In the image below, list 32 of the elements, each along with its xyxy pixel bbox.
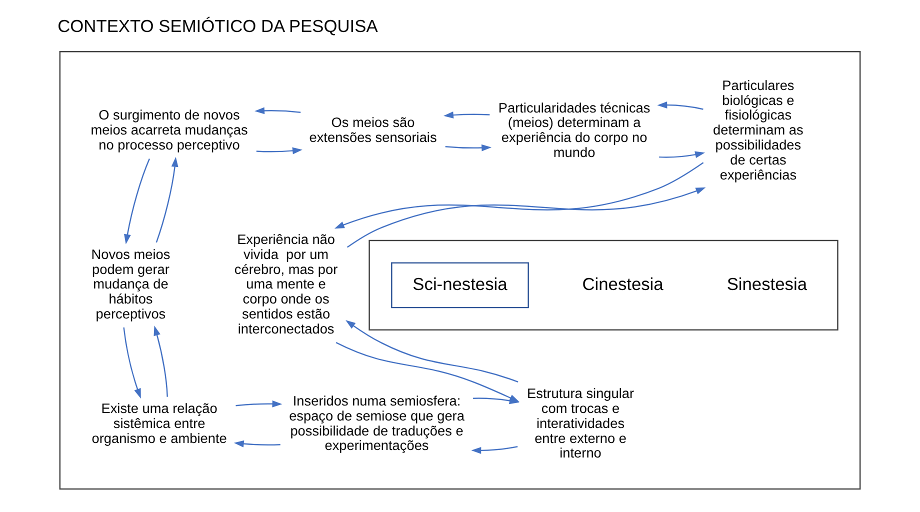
- arrow: [657, 102, 704, 110]
- arrow: [445, 144, 492, 152]
- arrow: [254, 107, 301, 114]
- arrow: [154, 326, 168, 397]
- cluster: [368, 240, 838, 331]
- node-text: Particulares biológicas e fisiológicas determinam as possibilidades de certas experiências: [713, 78, 804, 182]
- arrow: [156, 156, 178, 243]
- node-text: Cinestesia: [582, 274, 664, 294]
- arrow: [236, 400, 282, 408]
- arrow: [334, 162, 704, 229]
- node-text: Sinestesia: [726, 274, 807, 294]
- arrow: [346, 320, 518, 383]
- node-text: O surgimento de novos meios acarreta mudanças no processo perceptivo: [90, 108, 248, 153]
- arrow: [256, 147, 302, 154]
- arrow: [659, 151, 706, 158]
- node-text: Particularidades técnicas (meios) determinam a experiência do corpo no mundo: [498, 100, 650, 160]
- arrow: [346, 187, 706, 248]
- arrow: [234, 440, 280, 448]
- arrow: [123, 327, 141, 399]
- node-box: Sci-nestesia: [391, 262, 529, 308]
- diagram-title: CONTEXTO SEMIÓTICO DA PESQUISA: [58, 16, 378, 36]
- node-text: Os meios são extensões sensoriais: [309, 115, 437, 146]
- node-text: Existe uma relação sistêmica entre organismo e ambiente: [92, 400, 227, 446]
- cluster: [59, 50, 861, 490]
- node-text: Novos meios podem gerar mudança de hábitos perceptivos: [91, 246, 170, 322]
- node-text: Experiência não vivida por um cérebro, mas por uma mente e corpo onde os sentidos estão interconectados: [234, 232, 338, 336]
- arrow: [124, 158, 150, 244]
- arrow: [444, 112, 490, 118]
- arrow: [473, 397, 520, 404]
- node-text: Inseridos numa semiosfera: espaço de semiose que gera possibilidade de traduções e experimentações: [289, 393, 464, 454]
- arrow: [471, 446, 518, 454]
- node-text: Estrutura singular com trocas e interatividades entre externo e interno: [527, 386, 634, 461]
